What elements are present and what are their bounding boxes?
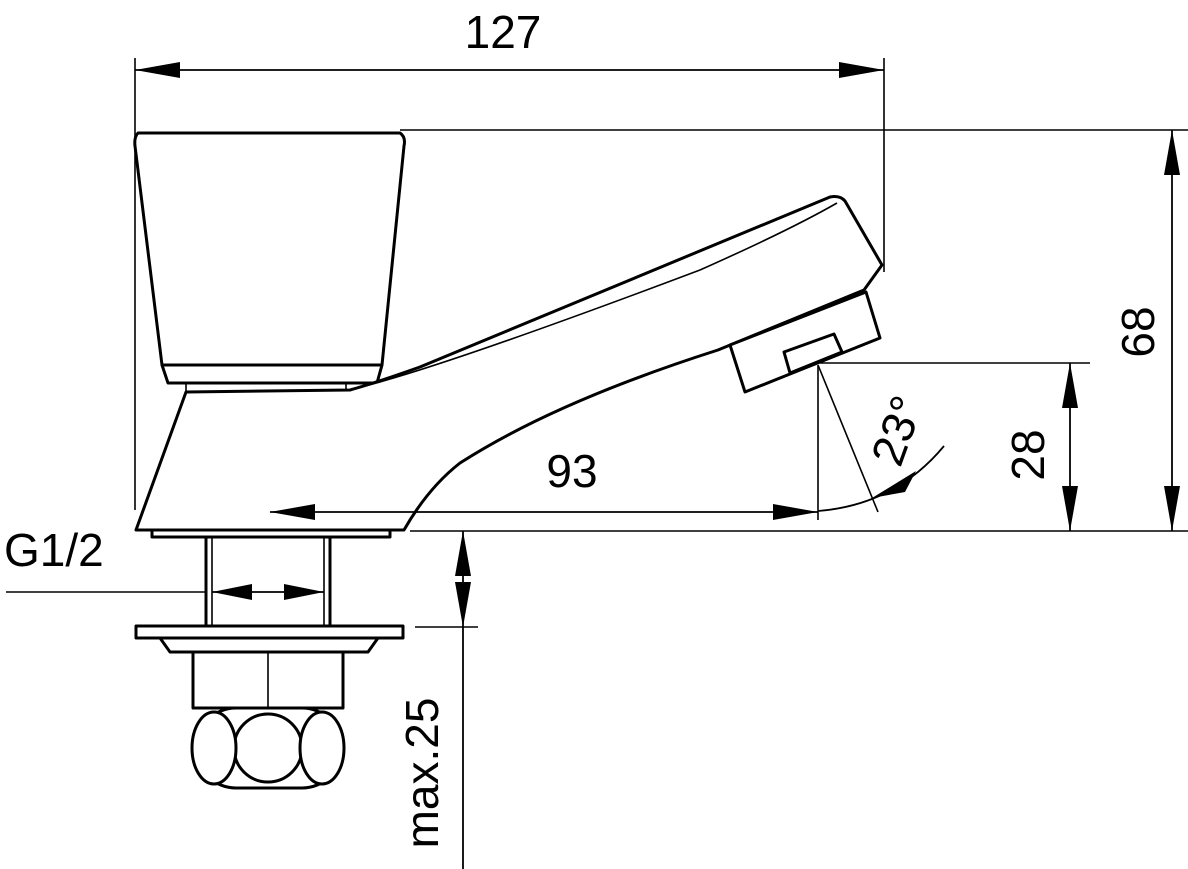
- dimension-g1-2: G1/2: [4, 524, 324, 600]
- mounting-assembly: [134, 528, 405, 790]
- spout-body: [134, 195, 884, 532]
- dimension-angle-23: 23°: [817, 389, 945, 512]
- label-68: 68: [1112, 306, 1164, 357]
- label-127: 127: [465, 6, 542, 58]
- dimension-max-25: max.25: [396, 531, 471, 869]
- label-max-25: max.25: [396, 698, 448, 849]
- handle: [133, 131, 406, 392]
- label-28: 28: [1002, 429, 1054, 480]
- dimension-68: 68: [1112, 130, 1180, 531]
- dimension-28: 28: [1002, 363, 1078, 531]
- dimension-127: 127: [135, 6, 884, 78]
- label-93: 93: [546, 445, 597, 497]
- dimension-93: 93: [270, 445, 818, 520]
- aerator: [728, 290, 882, 394]
- label-g1-2: G1/2: [4, 524, 104, 576]
- label-23-deg: 23°: [861, 389, 934, 472]
